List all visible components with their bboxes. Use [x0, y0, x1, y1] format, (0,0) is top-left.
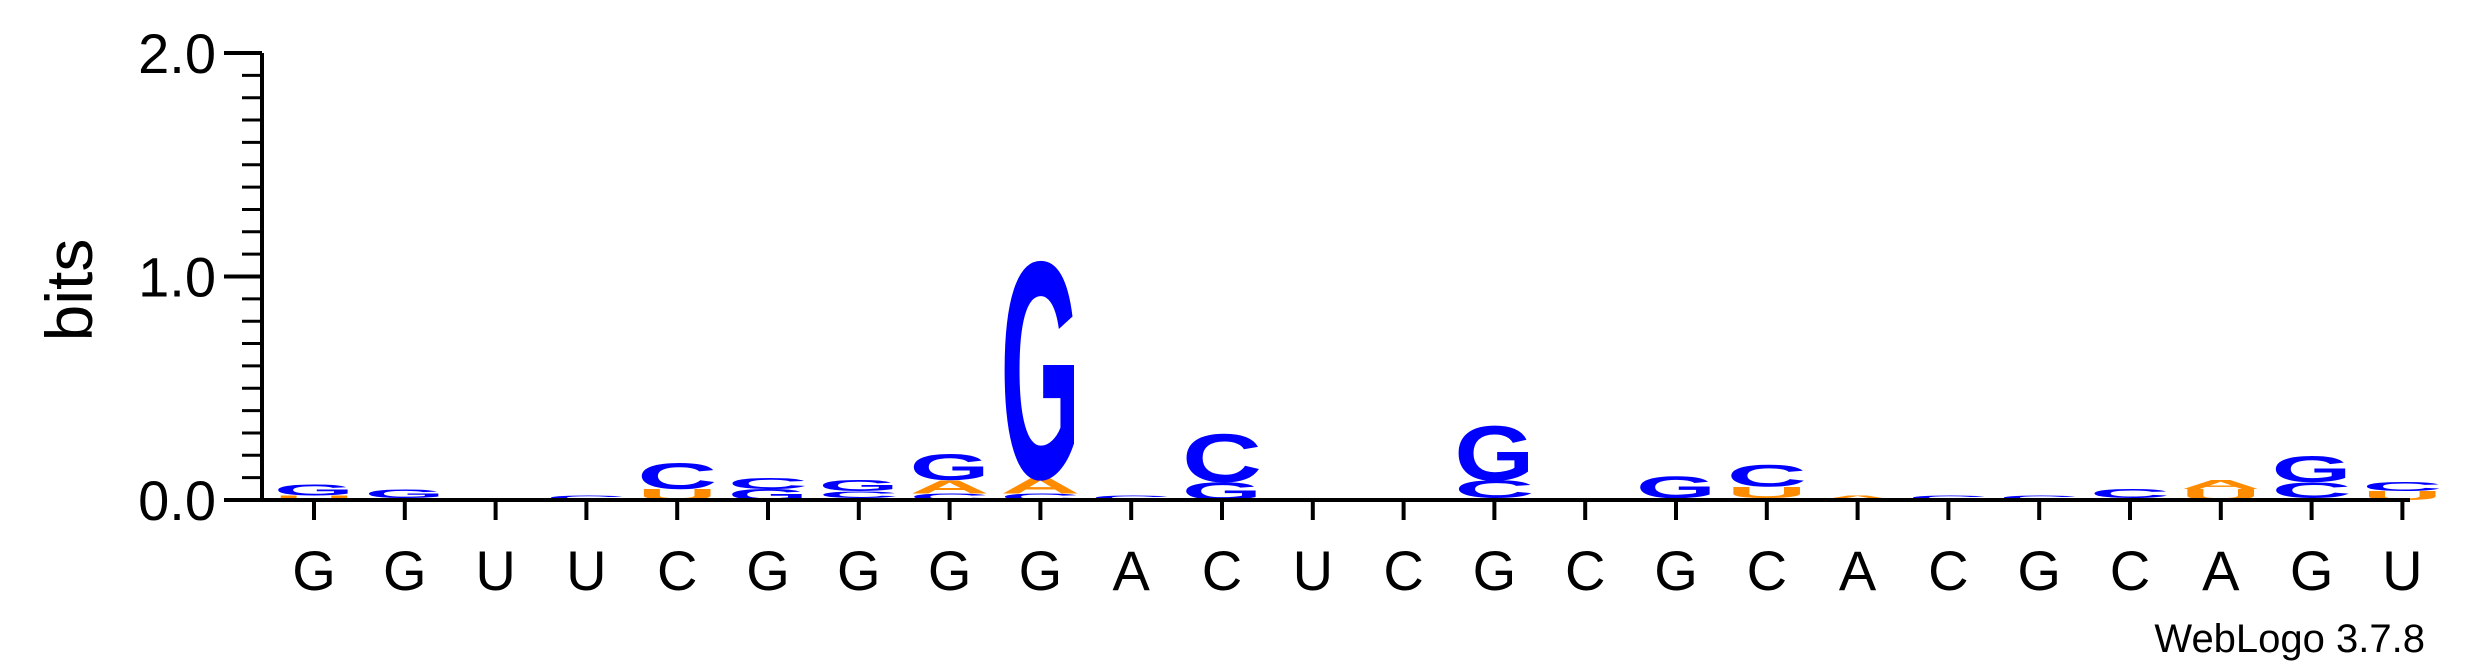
logo-letter-A: A [2181, 478, 2261, 492]
logo-letter-G: G [274, 481, 354, 499]
logo-letter-C: C [2362, 480, 2442, 494]
logo-letter-A: A [910, 476, 990, 497]
weblogo-credit: WebLogo 3.7.8 [2154, 617, 2425, 661]
logo-letter-C: C [1908, 494, 1988, 501]
x-tick-label: U [566, 539, 606, 602]
x-tick-label: A [1839, 539, 1877, 602]
logo-letter-C: C [1000, 492, 1080, 502]
logo-letter-G: G [910, 447, 990, 488]
x-tick-label: C [1202, 539, 1242, 602]
x-tick-label: U [2382, 539, 2422, 602]
logo-letter-U: U [274, 494, 354, 501]
y-tick-label: 1.0 [138, 246, 216, 309]
x-tick-label: G [837, 539, 881, 602]
x-tick-label: G [292, 539, 336, 602]
logo-letter-C: C [1182, 421, 1262, 497]
x-tick-label: G [2017, 539, 2061, 602]
x-tick-label: G [746, 539, 790, 602]
x-tick-label: C [657, 539, 697, 602]
logo-letter-G: G [1454, 411, 1534, 497]
x-tick-label: A [1113, 539, 1151, 602]
x-tick-label: C [1565, 539, 1605, 602]
y-axis: 0.0 1.0 2.0 [138, 22, 264, 532]
x-tick-label: G [2290, 539, 2334, 602]
y-axis-title: bits [32, 239, 106, 342]
y-tick-label: 2.0 [138, 22, 216, 85]
logo-letter-C: C [910, 492, 990, 502]
x-tick-label: G [1473, 539, 1517, 602]
logo-letter-C: C [637, 455, 717, 497]
logo-letter-A: A [1818, 494, 1898, 501]
x-tick-label: U [475, 539, 515, 602]
x-tick-label: G [1019, 539, 1063, 602]
logo-letter-C: C [1091, 494, 1171, 501]
logo-letter-U: U [1727, 484, 1807, 501]
logo-letter-C: C [546, 494, 626, 501]
x-tick-label: C [2110, 539, 2150, 602]
logo-letter-C: C [728, 475, 808, 492]
x-tick-label: G [928, 539, 972, 602]
x-tick-label: U [1293, 539, 1333, 602]
logo-letter-C: C [2090, 487, 2170, 501]
y-tick-label: 0.0 [138, 469, 216, 532]
logo-letter-A: A [1000, 474, 1080, 498]
x-tick-label: G [1654, 539, 1698, 602]
x-tick-label: G [383, 539, 427, 602]
x-tick-label: C [1747, 539, 1787, 602]
logo-letter-G: G [365, 487, 445, 501]
x-tick-label: A [2202, 539, 2240, 602]
logo-letter-C: C [819, 489, 899, 499]
logo-letter-G: G [1000, 197, 1080, 543]
logo-letter-C: C [1727, 459, 1807, 494]
logo-letter-G: G [819, 477, 899, 495]
logo-glyphs: UGUGCUCGCACGCAGCAGCGCUCGUGAUCACCGCUAUCGU… [274, 197, 2442, 543]
logo-letter-C: C [1999, 494, 2079, 501]
x-tick-label: C [1383, 539, 1423, 602]
x-tick-label: C [1928, 539, 1968, 602]
logo-letter-G: G [2272, 449, 2352, 490]
